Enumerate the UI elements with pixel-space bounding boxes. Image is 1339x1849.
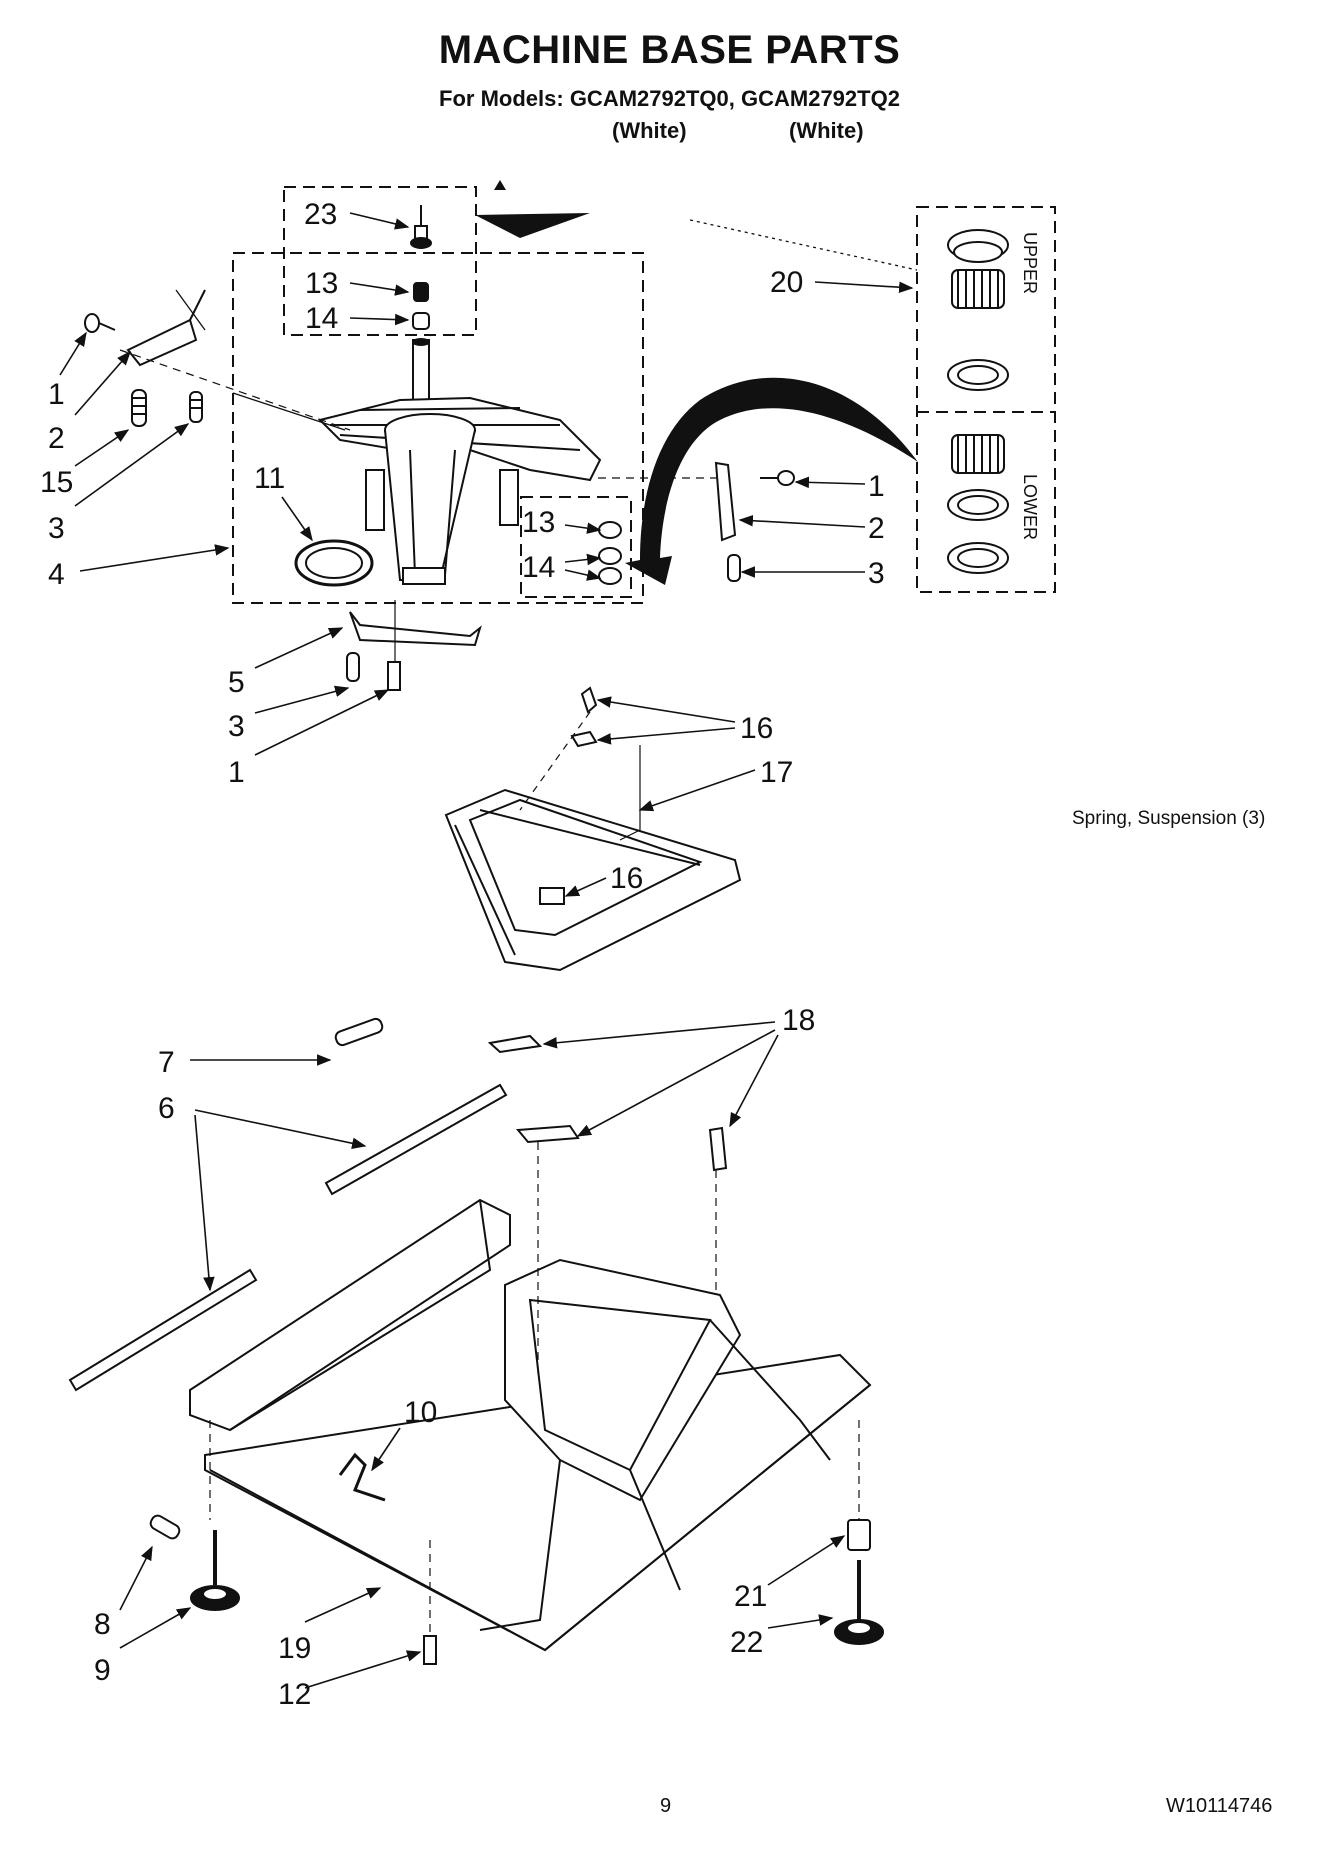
bushing-21 xyxy=(847,1519,871,1551)
suspension-spring-note: Spring, Suspension (3) xyxy=(1072,808,1266,829)
lower-bushing-box xyxy=(520,496,632,598)
bushing-14-top xyxy=(412,312,430,330)
callout-12: 12 xyxy=(278,1678,311,1711)
bracket-2-left xyxy=(126,318,198,367)
bushing-13-lower xyxy=(598,521,622,539)
leader-lines xyxy=(59,212,914,1689)
spring-3-right xyxy=(727,554,741,582)
callout-17: 17 xyxy=(760,756,793,789)
model-variant-left: (White) xyxy=(612,118,687,143)
callout-20: 20 xyxy=(770,266,803,299)
side-rail xyxy=(189,1198,511,1432)
upper-bushing-box xyxy=(283,186,477,336)
screw-1-left xyxy=(84,313,100,333)
callout-3-lower: 3 xyxy=(228,710,245,743)
callout-16-top: 16 xyxy=(740,712,773,745)
callout-10: 10 xyxy=(404,1396,437,1429)
frame-17-group xyxy=(444,686,742,972)
page-title: MACHINE BASE PARTS xyxy=(438,28,901,72)
document-number: W10114746 xyxy=(1166,1795,1273,1817)
screw-1-lower xyxy=(387,661,401,691)
support-leg-left xyxy=(365,469,385,531)
callout-22: 22 xyxy=(730,1626,763,1659)
callout-15: 15 xyxy=(40,466,73,499)
callout-14-upper: 14 xyxy=(305,302,338,335)
bushing-13-top xyxy=(413,282,429,302)
callout-7: 7 xyxy=(158,1046,175,1079)
top-direction-arrow xyxy=(475,213,590,238)
tub-frame-17 xyxy=(444,788,742,972)
callout-1-lower: 1 xyxy=(228,756,245,789)
callout-labels: 23 13 14 1 2 15 3 4 11 20 13 14 1 2 3 5 … xyxy=(40,198,885,1711)
bushing-14-lower-b xyxy=(598,567,622,585)
pin-8 xyxy=(149,1514,181,1540)
clip-18-c xyxy=(708,1126,728,1172)
callout-6: 6 xyxy=(158,1092,175,1125)
transmission-support-group xyxy=(84,180,1056,691)
base-frame-group xyxy=(68,1017,884,1665)
upper-label: UPPER xyxy=(1020,232,1040,294)
clip-18-a xyxy=(487,1034,543,1054)
clip-16-mid xyxy=(570,730,598,748)
callout-5: 5 xyxy=(228,666,245,699)
callout-21: 21 xyxy=(734,1580,767,1613)
clip-18-b xyxy=(515,1124,580,1144)
upper-gear xyxy=(951,269,1005,309)
crossmember-frame xyxy=(504,1258,742,1502)
clip-16-top xyxy=(580,686,598,714)
callout-2-left: 2 xyxy=(48,422,65,455)
rail-6-lower xyxy=(68,1268,258,1392)
gear-kit-box xyxy=(916,206,1056,593)
callout-19: 19 xyxy=(278,1632,311,1665)
callout-13-lower: 13 xyxy=(522,506,555,539)
callout-18: 18 xyxy=(782,1004,815,1037)
page-number: 9 xyxy=(660,1795,672,1817)
callout-14-lower: 14 xyxy=(522,551,555,584)
callout-23: 23 xyxy=(304,198,337,231)
callout-2-right: 2 xyxy=(868,512,885,545)
support-leg-center xyxy=(384,429,476,581)
callout-4: 4 xyxy=(48,558,65,591)
bushing-14-lower-a xyxy=(598,547,622,565)
callout-9: 9 xyxy=(94,1654,111,1687)
screw-12 xyxy=(423,1635,437,1665)
callout-13-upper: 13 xyxy=(305,267,338,300)
callout-1-left: 1 xyxy=(48,378,65,411)
screw-1-right xyxy=(777,470,795,486)
model-variant-right: (White) xyxy=(789,118,864,143)
hook-10 xyxy=(338,1452,386,1502)
lower-gear xyxy=(951,434,1005,474)
callout-11: 11 xyxy=(254,462,285,495)
clip-16-lower xyxy=(539,887,565,905)
bracket-5 xyxy=(349,611,482,647)
support-leg-right xyxy=(499,469,519,526)
bracket-2-right xyxy=(714,461,737,542)
lower-label: LOWER xyxy=(1020,474,1040,540)
callout-1-right: 1 xyxy=(868,470,885,503)
callout-3-right: 3 xyxy=(868,557,885,590)
callout-16-lower: 16 xyxy=(610,862,643,895)
spring-15 xyxy=(131,389,147,427)
spring-3-lower xyxy=(346,652,360,682)
callout-8: 8 xyxy=(94,1608,111,1641)
assembly-direction-arrow xyxy=(625,377,918,585)
models-line: For Models: GCAM2792TQ0, GCAM2792TQ2 xyxy=(439,86,900,111)
rail-6-upper xyxy=(324,1083,508,1196)
callout-3-left: 3 xyxy=(48,512,65,545)
spring-7 xyxy=(334,1017,384,1047)
